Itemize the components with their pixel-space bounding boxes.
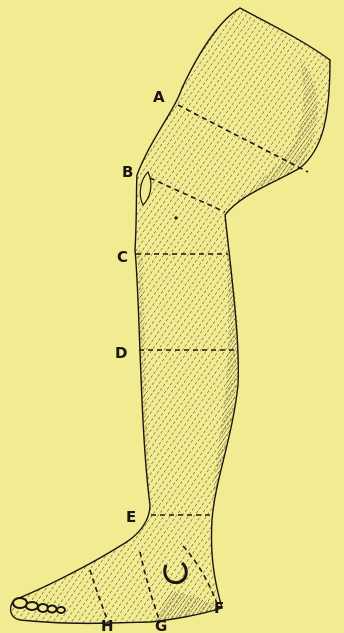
label-f: F [214, 599, 224, 617]
knee-dot [174, 216, 177, 219]
label-h: H [101, 617, 114, 633]
label-b: B [122, 163, 133, 181]
label-c: C [117, 248, 128, 266]
label-a: A [153, 88, 165, 106]
label-e: E [126, 508, 136, 526]
label-d: D [115, 344, 127, 362]
label-g: G [155, 617, 167, 633]
leg-outline [11, 8, 330, 623]
